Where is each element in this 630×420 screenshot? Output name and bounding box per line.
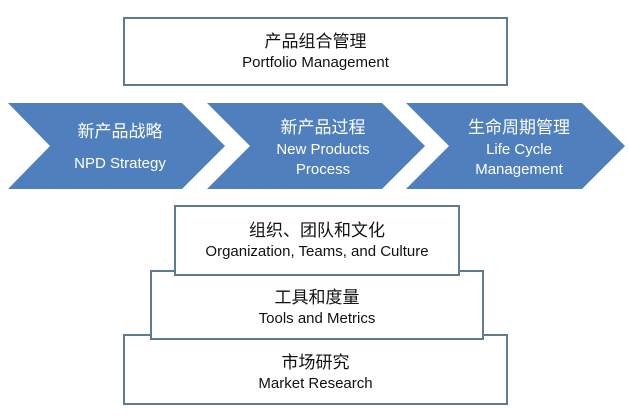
tools-en: Tools and Metrics bbox=[258, 310, 376, 327]
organization-teams-culture-box: 组织、团队和文化 Organization, Teams, and Cultur… bbox=[174, 205, 460, 276]
chevron-1-en: NPD Strategy bbox=[74, 155, 166, 172]
chevron-1-zh: 新产品战略 bbox=[77, 122, 163, 142]
chevron-3-en-line1: Life Cycle bbox=[486, 141, 552, 158]
portfolio-title-zh: 产品组合管理 bbox=[264, 31, 367, 52]
portfolio-title-en: Portfolio Management bbox=[242, 53, 389, 71]
org-en: Organization, Teams, and Culture bbox=[205, 242, 429, 260]
chevron-3-zh: 生命周期管理 bbox=[468, 118, 570, 138]
chevron-1-label: 新产品战略 NPD Strategy bbox=[50, 112, 190, 182]
chevron-2-en-line2: Process bbox=[295, 161, 351, 178]
chevron-life-cycle-management bbox=[406, 103, 625, 189]
chevron-3-label: 生命周期管理 Life Cycle Management bbox=[444, 112, 594, 184]
chevron-2-zh: 新产品过程 bbox=[280, 118, 366, 138]
org-zh: 组织、团队和文化 bbox=[249, 220, 385, 241]
market-zh: 市场研究 bbox=[281, 352, 350, 373]
tools-zh: 工具和度量 bbox=[274, 288, 360, 308]
chevron-3-en-line2: Management bbox=[475, 161, 563, 178]
chevron-new-products-process bbox=[207, 103, 425, 189]
portfolio-management-box: 产品组合管理 Portfolio Management bbox=[123, 17, 508, 86]
chevron-2-label: 新产品过程 New Products Process bbox=[248, 112, 398, 184]
chevron-npd-strategy bbox=[8, 103, 225, 189]
chevron-2-en-line1: New Products bbox=[276, 141, 370, 158]
tools-metrics-box: 工具和度量 Tools and Metrics bbox=[150, 270, 484, 340]
process-chevrons bbox=[8, 103, 625, 189]
market-en: Market Research bbox=[258, 374, 373, 392]
market-research-box: 市场研究 Market Research bbox=[123, 334, 508, 405]
